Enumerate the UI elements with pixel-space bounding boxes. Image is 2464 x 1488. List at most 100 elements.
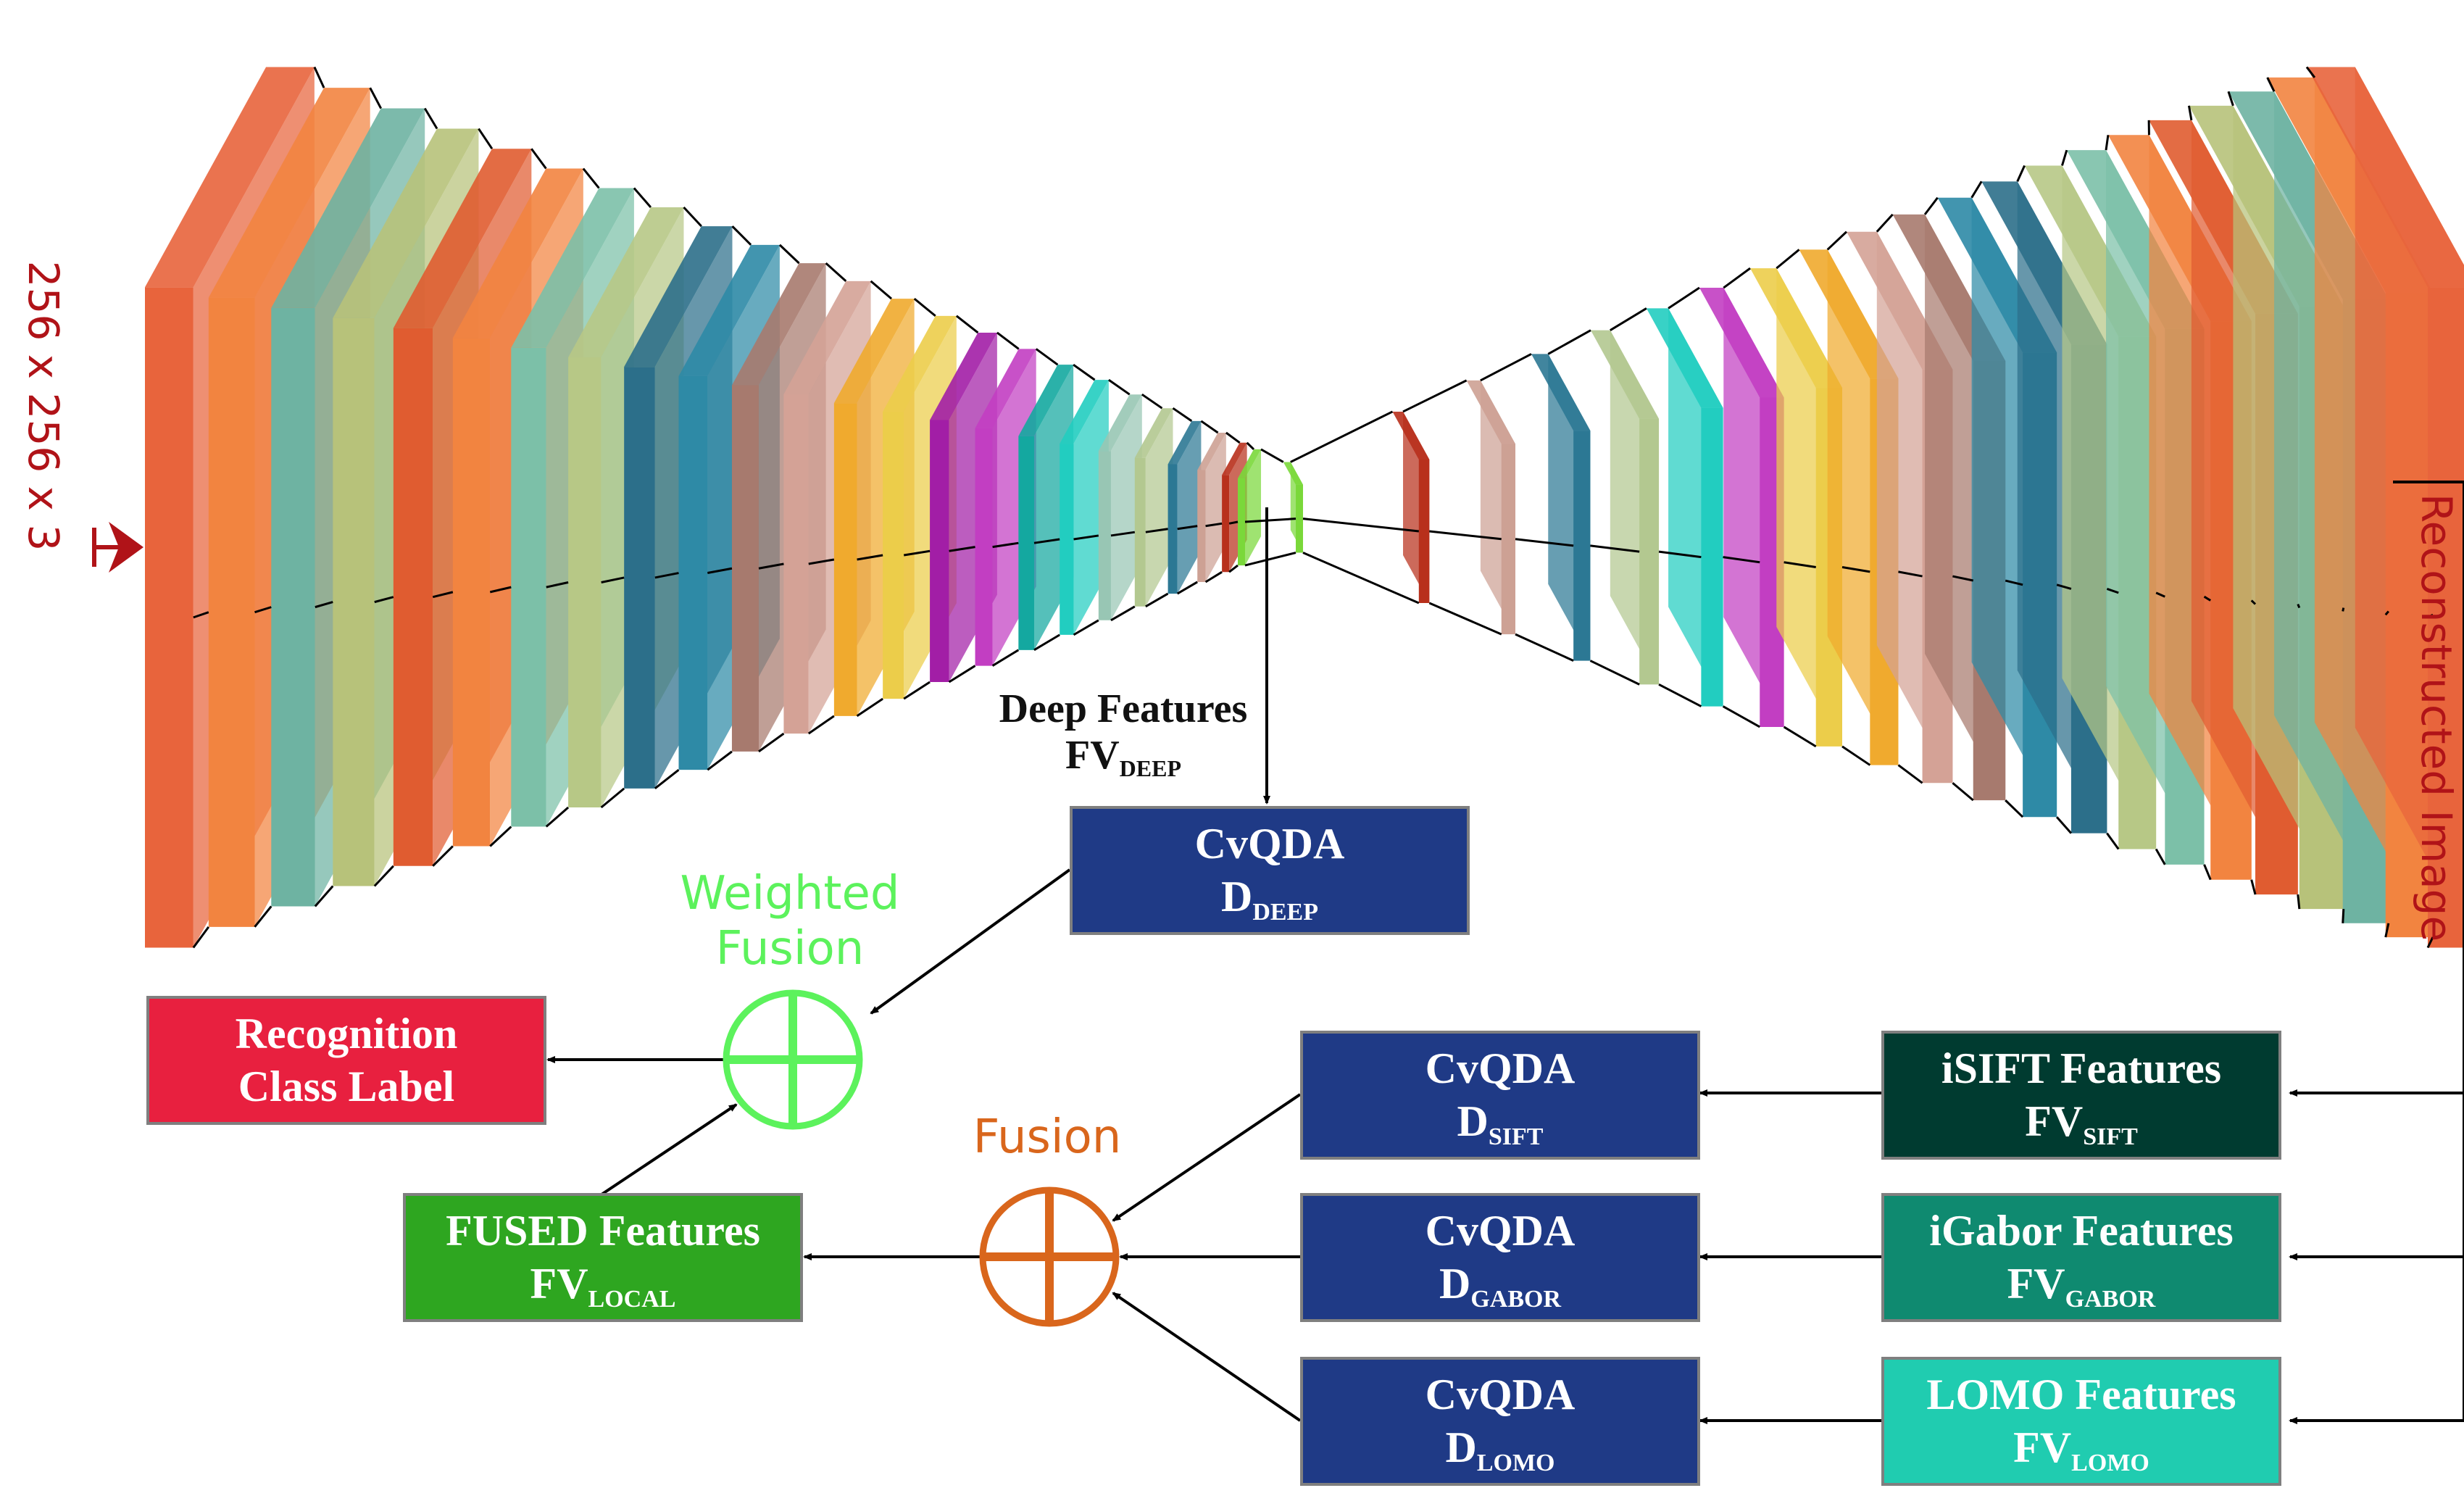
layer-connector-mid xyxy=(1515,538,1574,547)
layer-connector-bottom xyxy=(2342,909,2345,923)
network-layer-front xyxy=(930,420,949,683)
layer-connector-mid xyxy=(432,591,454,599)
fusion-label: Fusion xyxy=(973,1110,1122,1164)
weighted-fusion-line2: Fusion xyxy=(715,921,865,976)
layer-connector-bottom xyxy=(2106,832,2120,850)
layer-connector-bottom xyxy=(2203,864,2212,881)
layer-connector-bottom xyxy=(948,665,976,683)
network-layer-front xyxy=(1134,457,1146,607)
layer-connector-bottom xyxy=(545,806,570,828)
layer-connector-bottom xyxy=(1302,552,1420,604)
network-layer-face xyxy=(1205,433,1226,582)
network-layer-top xyxy=(1750,268,1843,388)
layer-connector-bottom xyxy=(1228,564,1239,573)
deep-features-sub: DEEP xyxy=(1119,755,1181,782)
cvqda-sift-main: D xyxy=(1457,1097,1489,1145)
output-bracket-line xyxy=(2393,481,2464,1421)
deep-to-weighted-arrow xyxy=(870,868,1071,1015)
layer-connector-top xyxy=(778,244,800,265)
layer-connector-top xyxy=(2105,135,2110,151)
layer-connector-bottom xyxy=(1204,570,1223,583)
network-layer-top xyxy=(883,315,957,412)
layer-connector-top xyxy=(683,206,702,228)
layer-connector-bottom xyxy=(1033,633,1060,652)
layer-connector-bottom xyxy=(432,845,454,867)
layer-connector-top xyxy=(633,187,652,208)
network-layer-front xyxy=(333,317,375,886)
network-layer-front xyxy=(1197,470,1206,582)
network-layer-front xyxy=(678,375,708,770)
layer-connector-top xyxy=(313,66,325,88)
layer-connector-mid xyxy=(1841,565,1870,573)
layer-connector-bottom xyxy=(600,787,625,809)
layer-connector-top xyxy=(423,107,438,130)
network-layer-face xyxy=(1145,408,1173,607)
layer-connector-mid xyxy=(2342,607,2345,612)
network-layer-front xyxy=(975,428,993,666)
layer-connector-top xyxy=(1970,180,1983,199)
network-layer-top xyxy=(731,263,826,386)
layer-connector-bottom xyxy=(1145,592,1169,608)
layer-connector-mid xyxy=(949,546,975,552)
network-layer-top xyxy=(2306,67,2464,288)
network-layer-top xyxy=(1392,411,1430,460)
isift-features-box: iSIFT Features FVSIFT xyxy=(1881,1031,2281,1160)
layer-connector-bottom xyxy=(314,885,334,907)
layer-connector-mid xyxy=(315,601,333,609)
fused-main: FV xyxy=(530,1260,588,1308)
network-layer-front xyxy=(1060,444,1074,635)
layer-connector-bottom xyxy=(192,926,210,949)
cvqda-gabor-main: D xyxy=(1439,1260,1471,1308)
layer-connector-top xyxy=(1290,410,1394,463)
layer-connector-top xyxy=(1141,393,1163,410)
layer-connector-bottom xyxy=(1073,619,1099,636)
layer-connector-mid xyxy=(1590,544,1640,553)
layer-connector-mid xyxy=(546,581,569,589)
layer-connector-bottom xyxy=(1176,581,1198,595)
isift-title: iSIFT Features xyxy=(1941,1044,2222,1092)
layer-connector-top xyxy=(913,297,936,317)
layer-connector-top xyxy=(731,225,752,246)
network-layer-top xyxy=(1197,433,1226,470)
layer-connector-top xyxy=(2016,165,2026,182)
layer-connector-bottom xyxy=(758,732,785,753)
layer-connector-mid xyxy=(1033,538,1060,544)
cvqda-lomo-main: D xyxy=(1445,1423,1477,1471)
layer-connector-mid xyxy=(601,576,625,583)
layer-connector-top xyxy=(1108,378,1131,396)
layer-connector-top xyxy=(1826,230,1848,251)
network-layer-front xyxy=(208,297,255,927)
network-layer-front xyxy=(1018,436,1034,650)
layer-connector-bottom xyxy=(2426,936,2434,949)
layer-connector-bottom xyxy=(1897,764,1923,784)
cvqda-deep-box: CvQDA DDEEP xyxy=(1070,806,1470,935)
network-layer-top xyxy=(1060,380,1109,444)
lomo-features-box: LOMO Features FVLOMO xyxy=(1881,1357,2281,1486)
network-layer-top xyxy=(271,108,425,308)
layer-connector-bottom xyxy=(1841,745,1871,766)
network-layer-top xyxy=(1590,330,1660,419)
layer-connector-mid xyxy=(1145,528,1168,533)
layer-connector-bottom xyxy=(903,681,931,700)
network-layer-top xyxy=(1238,449,1262,478)
network-layer-top xyxy=(393,149,532,328)
lomo-main: FV xyxy=(2013,1423,2072,1471)
layer-connector-bottom xyxy=(991,649,1020,667)
deep-features-fv: FV xyxy=(1065,733,1120,778)
layer-connector-mid xyxy=(193,611,209,619)
network-layer-front xyxy=(1639,418,1660,685)
layer-connector-bottom xyxy=(254,905,272,928)
network-layer-top xyxy=(1699,288,1784,398)
layer-connector-top xyxy=(1073,363,1096,381)
network-layer-top xyxy=(975,349,1036,428)
layer-connector-bottom xyxy=(489,826,512,847)
network-layer-front xyxy=(1573,431,1591,661)
layer-connector-top xyxy=(2061,149,2068,166)
layer-connector-top xyxy=(582,167,600,189)
lomo-sub: LOMO xyxy=(2071,1449,2149,1476)
layer-connector-mid xyxy=(489,586,512,594)
weighted-fusion-line1: Weighted xyxy=(680,867,900,920)
network-layer-top xyxy=(930,332,997,420)
network-layer-top xyxy=(783,280,871,394)
